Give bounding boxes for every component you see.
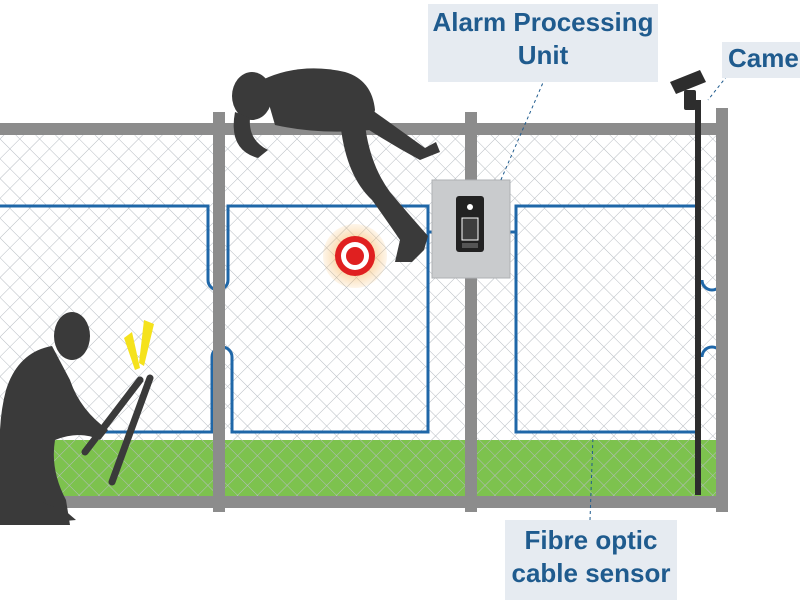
cutter-spark-icon [124, 320, 154, 370]
alarm-processing-unit-label: Alarm Processing Unit [428, 4, 658, 82]
pointer-sensor-cable [589, 435, 594, 521]
fence-bottom-rail [0, 496, 722, 508]
pointer-alarm-unit [499, 77, 546, 183]
kneeling-intruder-with-bolt-cutters [0, 312, 154, 525]
pointer-camera [707, 75, 728, 101]
fence-post [213, 112, 225, 512]
alarm-unit-label-line2: Unit [517, 40, 569, 71]
camera-pole [695, 100, 701, 495]
sensor-label-line2: cable sensor [511, 558, 671, 589]
camera-icon [670, 70, 706, 110]
fence-post [465, 112, 477, 512]
chain-link-mesh [0, 130, 722, 500]
climbing-intruder-figure [232, 68, 440, 262]
sensor-label-line1: Fibre optic [524, 525, 658, 555]
alarm-processing-unit-icon [431, 179, 511, 279]
fibre-optic-cable-sensor-label: Fibre optic cable sensor [505, 520, 677, 600]
alarm-unit-label-line1: Alarm Processing [432, 7, 654, 37]
fence-post [716, 108, 728, 512]
camera-label-text: Camera [728, 43, 800, 73]
impact-target-icon [323, 224, 387, 288]
camera-label: Camera [722, 42, 800, 78]
